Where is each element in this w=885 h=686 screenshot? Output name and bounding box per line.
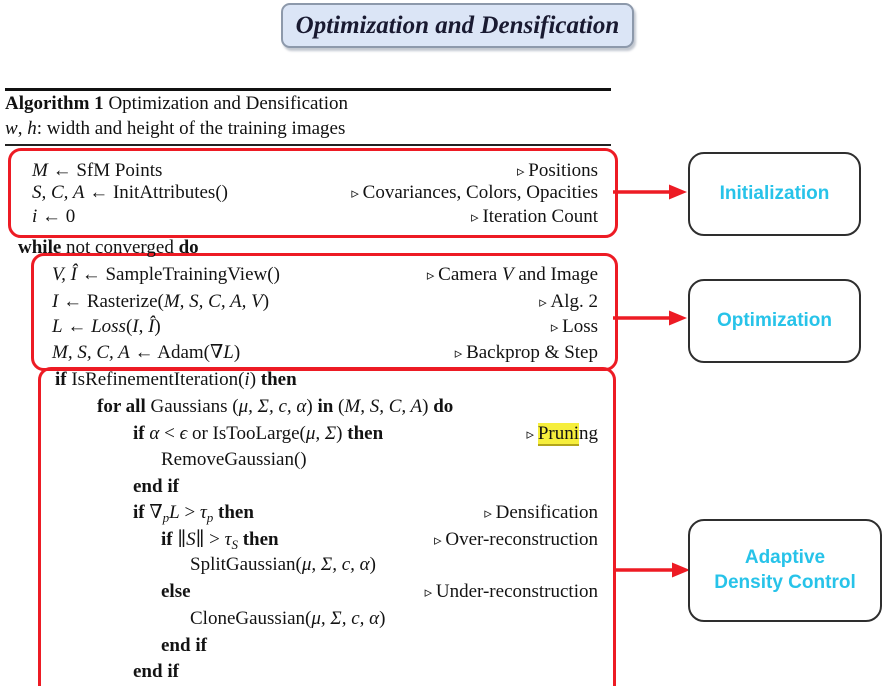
code-statement: else bbox=[161, 581, 191, 602]
algorithm-subtitle: w, h: width and height of the training i… bbox=[5, 118, 346, 139]
code-comment: ▹ Alg. 2 bbox=[539, 291, 598, 312]
code-statement: if ∥S∥ > τS then bbox=[161, 529, 279, 552]
code-statement: end if bbox=[133, 661, 179, 682]
code-comment: ▹ Covariances, Colors, Opacities bbox=[351, 182, 598, 203]
label-adaptive-density-control: Adaptive Density Control bbox=[688, 519, 882, 622]
algorithm-label: Algorithm 1 bbox=[5, 93, 104, 114]
label-optimization: Optimization bbox=[688, 279, 861, 363]
code-line: I ← Rasterize(M, S, C, A, V) ▹ Alg. 2 bbox=[52, 291, 598, 314]
code-statement: end if bbox=[161, 635, 207, 656]
comment-triangle-icon: ▹ bbox=[484, 506, 496, 522]
code-comment: ▹ Iteration Count bbox=[471, 206, 598, 227]
algorithm-title: Optimization and Densification bbox=[103, 93, 348, 114]
code-statement: SplitGaussian(μ, Σ, c, α) bbox=[190, 554, 376, 575]
code-statement: S, C, A ← InitAttributes() bbox=[32, 182, 228, 203]
label-adaptive-density-control-text: Adaptive Density Control bbox=[714, 546, 855, 595]
comment-triangle-icon: ▹ bbox=[517, 164, 529, 180]
label-initialization-text: Initialization bbox=[719, 182, 830, 204]
code-line: if α < ϵ or IsTooLarge(μ, Σ) then ▹ Pruni… bbox=[133, 423, 598, 446]
label-adaptive-line2: Density Control bbox=[714, 571, 856, 593]
arrow-to-adaptive-density-control bbox=[616, 560, 690, 580]
comment-triangle-icon: ▹ bbox=[454, 346, 467, 362]
code-statement: if ∇pL > τp then bbox=[133, 502, 254, 525]
code-line: end if bbox=[133, 476, 598, 499]
comment-triangle-icon: ▹ bbox=[424, 585, 436, 601]
code-statement: CloneGaussian(μ, Σ, c, α) bbox=[190, 608, 386, 629]
comment-triangle-icon: ▹ bbox=[539, 295, 551, 311]
arrow-to-optimization bbox=[613, 308, 687, 328]
code-line: if IsRefinementIteration(i) then bbox=[55, 369, 598, 392]
code-line: if ∥S∥ > τS then ▹ Over-reconstruction bbox=[161, 529, 598, 552]
code-comment: ▹ Backprop & Step bbox=[454, 342, 598, 363]
code-statement: if IsRefinementIteration(i) then bbox=[55, 369, 297, 390]
code-statement: while not converged do bbox=[18, 237, 199, 258]
page-title: Optimization and Densification bbox=[295, 11, 620, 39]
code-statement: M, S, C, A ← Adam(∇L) bbox=[52, 342, 241, 363]
arrow-to-initialization bbox=[613, 182, 687, 202]
comment-triangle-icon: ▹ bbox=[351, 186, 363, 202]
code-statement: M ← SfM Points bbox=[32, 160, 163, 181]
label-optimization-text: Optimization bbox=[716, 309, 833, 331]
code-line: V, Î ← SampleTrainingView() ▹ Camera V an… bbox=[52, 264, 598, 287]
code-comment: ▹ Pruning bbox=[526, 423, 598, 446]
algorithm-top-rule bbox=[5, 88, 611, 91]
code-line: SplitGaussian(μ, Σ, c, α) bbox=[190, 554, 598, 577]
code-line: while not converged do bbox=[18, 237, 598, 260]
code-statement: end if bbox=[133, 476, 179, 497]
code-comment: ▹ Loss bbox=[550, 316, 598, 337]
code-comment: ▹ Densification bbox=[484, 502, 598, 523]
code-statement: L ← Loss(I, Î) bbox=[52, 316, 161, 337]
code-line: S, C, A ← InitAttributes() ▹ Covariances,… bbox=[32, 182, 598, 205]
code-statement: V, Î ← SampleTrainingView() bbox=[52, 264, 280, 285]
label-adaptive-line1: Adaptive bbox=[744, 546, 826, 568]
algorithm-header: Algorithm 1 Optimization and Densificati… bbox=[5, 93, 348, 115]
comment-triangle-icon: ▹ bbox=[550, 320, 563, 336]
code-line: end if bbox=[161, 635, 598, 658]
code-line: for all Gaussians (μ, Σ, c, α) in (M, S,… bbox=[97, 396, 598, 419]
code-statement: I ← Rasterize(M, S, C, A, V) bbox=[52, 291, 270, 312]
code-line: i ← 0 ▹ Iteration Count bbox=[32, 206, 598, 229]
code-line: else ▹ Under-reconstruction bbox=[161, 581, 598, 604]
algorithm-mid-rule bbox=[5, 144, 611, 146]
code-line: L ← Loss(I, Î) ▹ Loss bbox=[52, 316, 598, 339]
code-line: M ← SfM Points ▹ Positions bbox=[32, 160, 598, 183]
comment-triangle-icon: ▹ bbox=[434, 533, 446, 549]
code-comment: ▹ Over-reconstruction bbox=[434, 529, 598, 550]
red-arrow-icon bbox=[616, 562, 690, 578]
code-line: RemoveGaussian() bbox=[161, 449, 598, 472]
code-line: if ∇pL > τp then ▹ Densification bbox=[133, 502, 598, 525]
code-line: end if bbox=[133, 661, 598, 684]
code-comment: ▹ Positions bbox=[517, 160, 598, 181]
label-initialization: Initialization bbox=[688, 152, 861, 236]
red-arrow-icon bbox=[613, 184, 687, 200]
title-box: Optimization and Densification bbox=[281, 3, 634, 48]
highlight-box-adaptive-density-control bbox=[38, 367, 616, 686]
code-line: CloneGaussian(μ, Σ, c, α) bbox=[190, 608, 598, 631]
code-statement: i ← 0 bbox=[32, 206, 76, 227]
code-comment: ▹ Under-reconstruction bbox=[424, 581, 598, 602]
code-comment: ▹ Camera V and Image bbox=[426, 264, 598, 285]
comment-triangle-icon: ▹ bbox=[526, 427, 538, 443]
code-statement: RemoveGaussian() bbox=[161, 449, 307, 470]
comment-triangle-icon: ▹ bbox=[426, 268, 439, 284]
red-arrow-icon bbox=[613, 310, 687, 326]
comment-triangle-icon: ▹ bbox=[471, 210, 483, 226]
code-statement: if α < ϵ or IsTooLarge(μ, Σ) then bbox=[133, 423, 384, 444]
code-line: M, S, C, A ← Adam(∇L) ▹ Backprop & Step bbox=[52, 342, 598, 365]
code-statement: for all Gaussians (μ, Σ, c, α) in (M, S,… bbox=[97, 396, 454, 417]
